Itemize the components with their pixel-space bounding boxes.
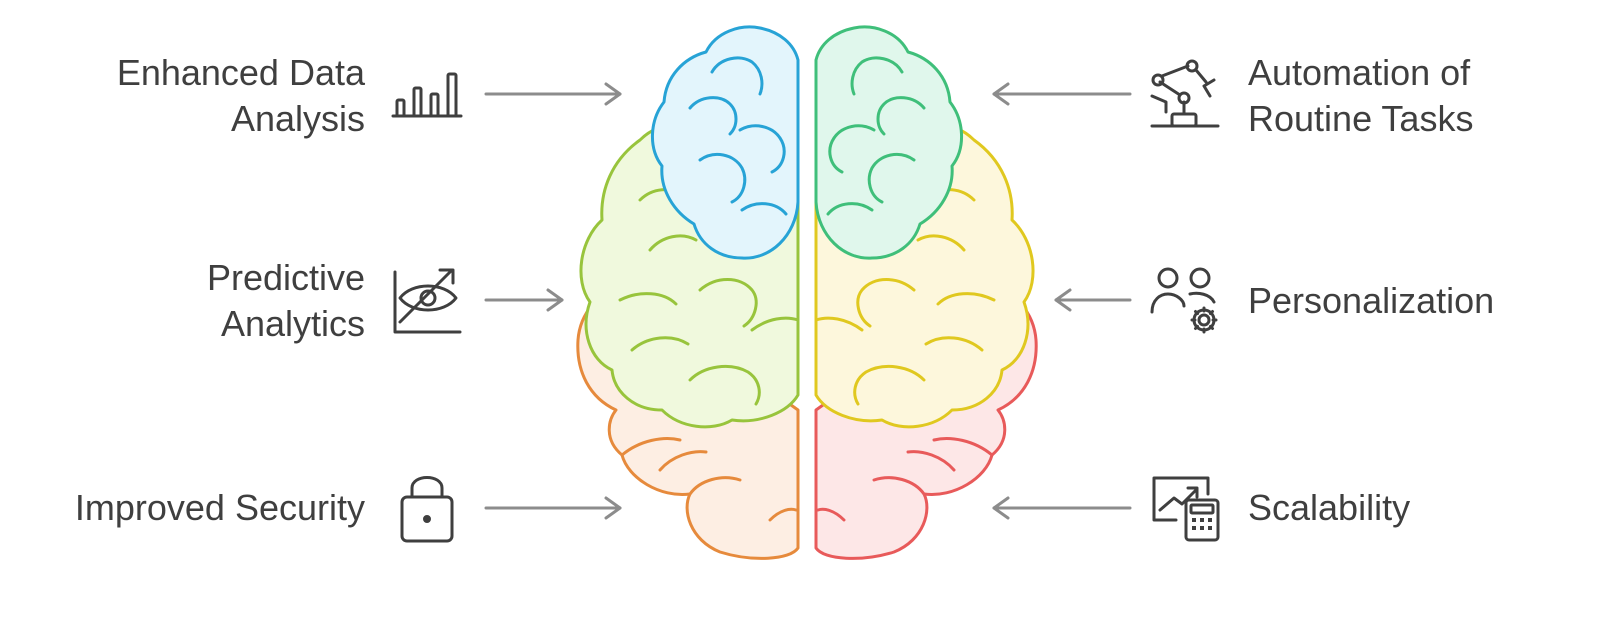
robot-arm-icon xyxy=(1150,59,1220,128)
label-predictive-analytics: Predictive Analytics xyxy=(207,255,365,347)
label-automation-routine-tasks: Automation of Routine Tasks xyxy=(1248,50,1473,142)
label-scalability: Scalability xyxy=(1248,485,1410,531)
label-personalization: Personalization xyxy=(1248,278,1494,324)
bar-chart-icon xyxy=(391,72,463,118)
chart-calculator-icon xyxy=(1152,476,1220,542)
label-line: Analytics xyxy=(220,303,365,344)
label-line: Scalability xyxy=(1248,487,1411,528)
brain-illustration xyxy=(576,25,1038,560)
arrows xyxy=(484,82,1132,520)
label-line: Analysis xyxy=(230,98,365,139)
label-line: Automation of xyxy=(1248,52,1471,93)
padlock-icon xyxy=(400,476,454,543)
label-line: Improved Security xyxy=(74,487,365,528)
label-improved-security: Improved Security xyxy=(75,485,365,531)
label-line: Routine Tasks xyxy=(1248,98,1474,139)
label-line: Personalization xyxy=(1248,280,1495,321)
label-line: Predictive xyxy=(206,257,365,298)
eye-trend-icon xyxy=(393,268,462,334)
label-line: Enhanced Data xyxy=(116,52,365,93)
users-gear-icon xyxy=(1150,267,1218,334)
label-enhanced-data-analysis: Enhanced Data Analysis xyxy=(117,50,365,142)
